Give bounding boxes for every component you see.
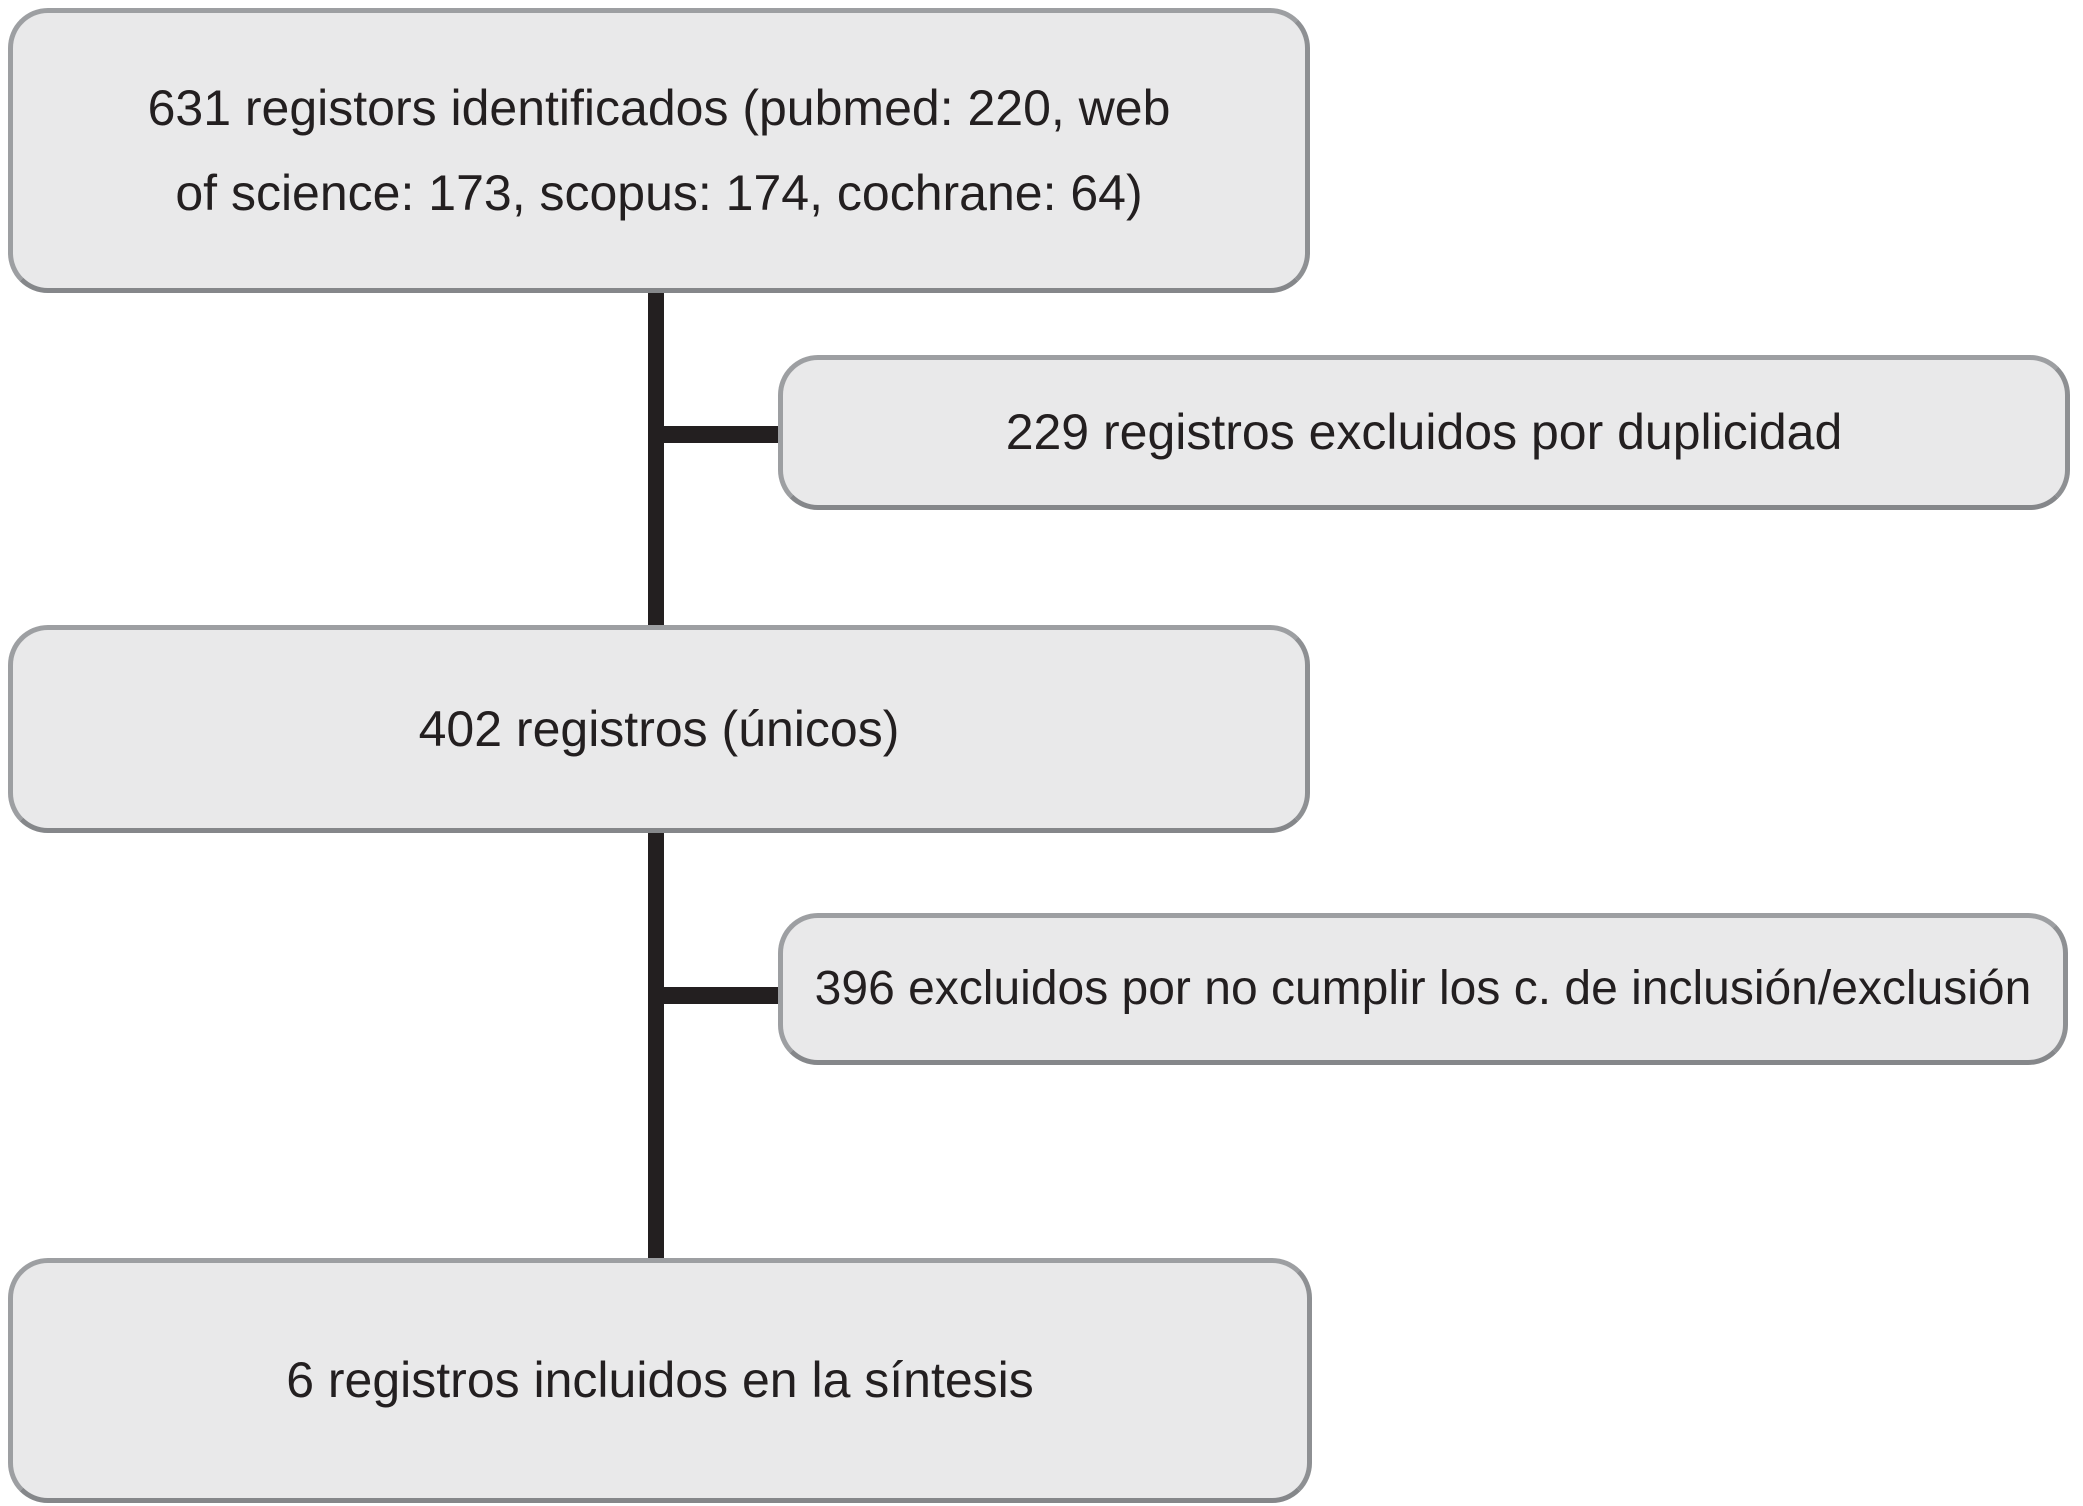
connector-line-identified-to-unique — [648, 290, 664, 630]
connector-line-unique-to-included — [648, 830, 664, 1263]
flow-box-excluded-duplicates: 229 registros excluidos por duplicidad — [778, 355, 2070, 510]
connector-branch-excluded-criteria — [656, 987, 781, 1004]
included-synthesis-text: 6 registros incluidos en la síntesis — [286, 1352, 1034, 1408]
unique-records-text: 402 registros (únicos) — [418, 700, 900, 757]
flow-box-excluded-criteria: 396 excluidos por no cumplir los c. de i… — [778, 913, 2068, 1065]
connector-branch-excluded-duplicates — [656, 426, 781, 443]
flow-box-unique-records: 402 registros (únicos) — [8, 625, 1310, 833]
records-identified-text-line-1: 631 registors identificados (pubmed: 220… — [147, 79, 1171, 136]
excluded-duplicates-text: 229 registros excluidos por duplicidad — [1005, 404, 1843, 460]
flow-box-records-identified: 631 registors identificados (pubmed: 220… — [8, 8, 1310, 293]
flow-box-included-synthesis: 6 registros incluidos en la síntesis — [8, 1258, 1312, 1503]
excluded-criteria-text: 396 excluidos por no cumplir los c. de i… — [814, 962, 2032, 1016]
records-identified-text-line-2: of science: 173, scopus: 174, cochrane: … — [175, 164, 1143, 221]
